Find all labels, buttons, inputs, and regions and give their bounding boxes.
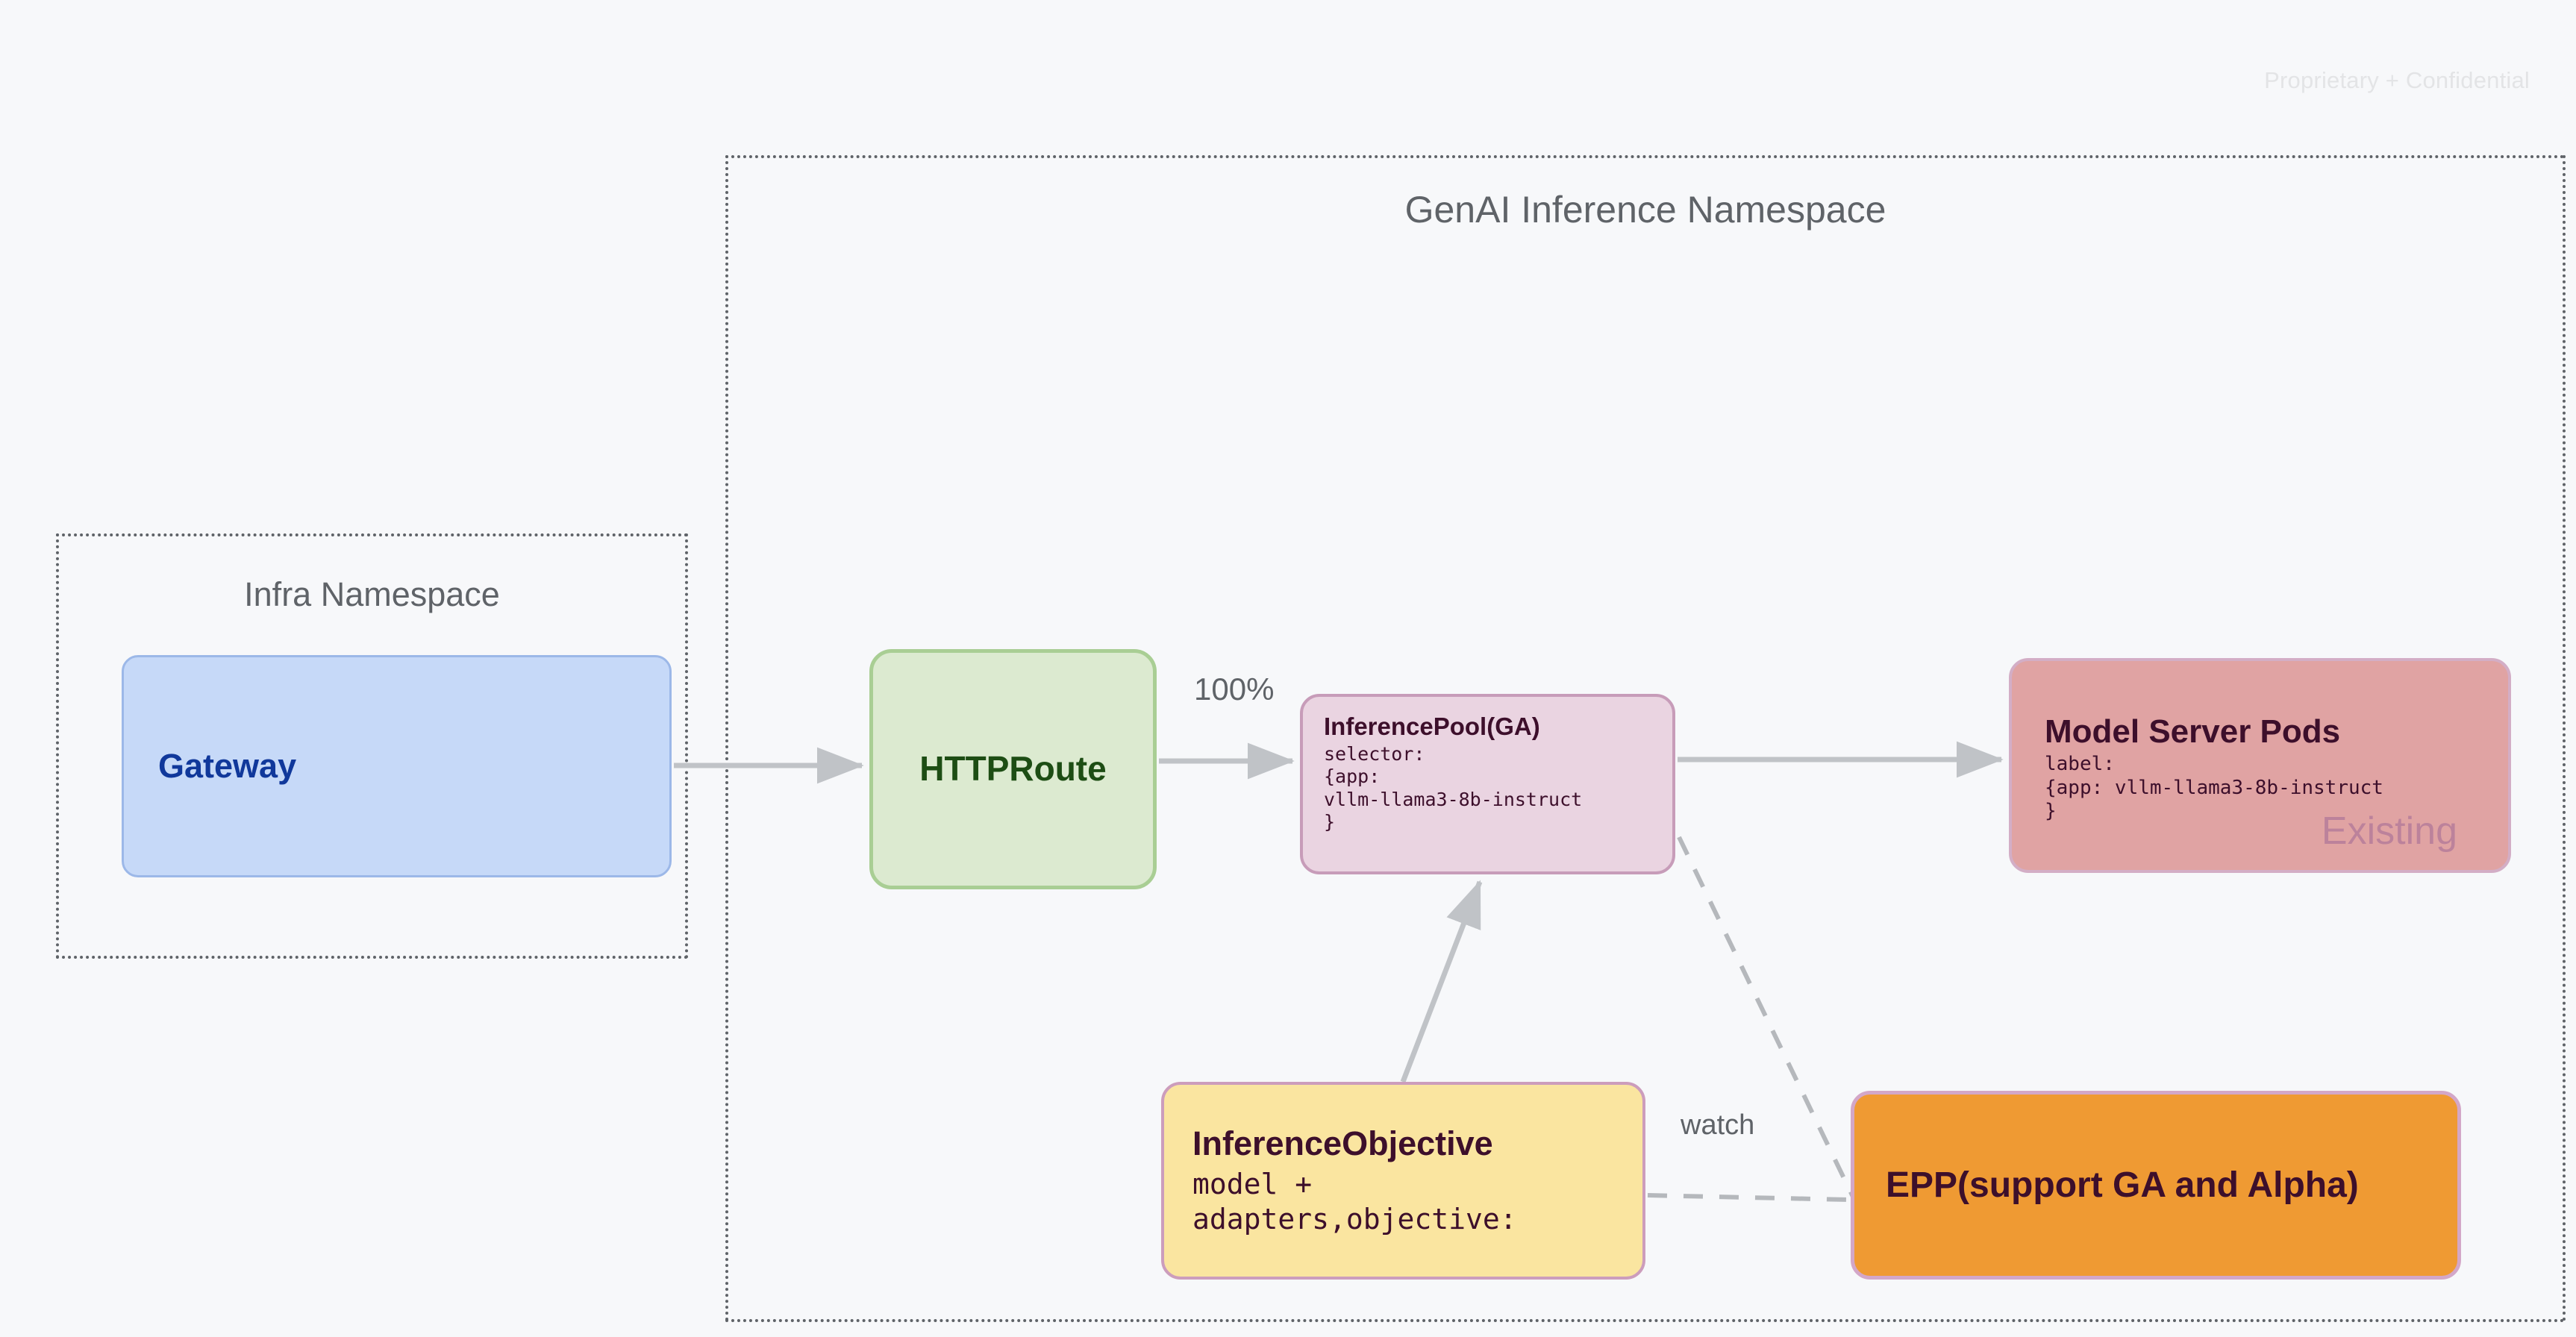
edge-label-100-percent: 100% xyxy=(1194,671,1275,707)
node-epp[interactable]: EPP(support GA and Alpha) xyxy=(1851,1091,2461,1280)
genai-inference-namespace-label: GenAI Inference Namespace xyxy=(1404,189,1886,231)
node-gateway[interactable]: Gateway xyxy=(122,655,672,877)
node-model-server-pods-body: label: {app: vllm-llama3-8b-instruct } xyxy=(2045,753,2383,823)
infra-namespace-container: Infra Namespace xyxy=(56,533,688,959)
node-httproute[interactable]: HTTPRoute xyxy=(869,649,1157,889)
node-epp-title: EPP(support GA and Alpha) xyxy=(1886,1165,2359,1205)
node-inference-objective-title: InferenceObjective xyxy=(1192,1124,1493,1162)
node-inferencepool-body: selector: {app: vllm-llama3-8b-instruct … xyxy=(1324,742,1583,833)
node-inferencepool-title: InferencePool(GA) xyxy=(1324,713,1540,740)
edge-label-watch: watch xyxy=(1681,1109,1755,1141)
node-model-server-pods[interactable]: Model Server Pods label: {app: vllm-llam… xyxy=(2009,658,2511,873)
node-httproute-title: HTTPRoute xyxy=(919,749,1107,789)
node-gateway-title: Gateway xyxy=(158,746,297,785)
genai-inference-namespace-container: GenAI Inference Namespace xyxy=(725,155,2566,1322)
proprietary-confidential-watermark: Proprietary + Confidential xyxy=(2264,67,2530,93)
node-inference-objective[interactable]: InferenceObjective model + adapters,obje… xyxy=(1161,1082,1645,1280)
node-model-server-pods-title: Model Server Pods xyxy=(2045,713,2341,750)
node-inference-objective-body: model + adapters,objective: xyxy=(1192,1168,1517,1236)
node-inferencepool[interactable]: InferencePool(GA) selector: {app: vllm-l… xyxy=(1300,694,1675,874)
infra-namespace-label: Infra Namespace xyxy=(244,575,500,613)
